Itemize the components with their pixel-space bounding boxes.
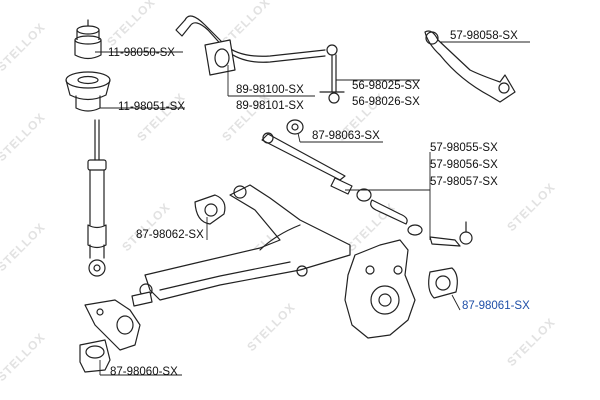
part-label-57-98056[interactable]: 57-98056-SX [430,159,498,171]
part-label-87-98062[interactable]: 87-98062-SX [136,229,204,241]
part-label-56-98025[interactable]: 56-98025-SX [352,80,420,92]
part-label-57-98055[interactable]: 57-98055-SX [430,142,498,154]
top-mount-bushing-11-98050 [74,19,102,60]
part-label-57-98057[interactable]: 57-98057-SX [430,176,498,188]
leader-lines [95,41,530,376]
knuckle-hub [344,239,416,339]
part-label-11-98050[interactable]: 11-98050-SX [108,47,175,59]
stabilizer-link-56-98025 [319,44,345,104]
part-label-87-98061[interactable]: 87-98061-SX [462,300,530,312]
bushing-87-98063 [286,119,304,135]
bushing-87-98060 [79,339,111,373]
part-label-87-98060[interactable]: 87-98060-SX [110,366,178,378]
sway-bar-bushing-89-98100 [204,39,236,76]
part-label-11-98051[interactable]: 11-98051-SX [118,101,185,113]
lower-control-arm [131,184,351,307]
leader-87-98063 [297,132,301,143]
bracket-87-98060 [84,299,141,351]
part-label-57-98058[interactable]: 57-98058-SX [450,30,518,42]
spring-seat-11-98051 [65,71,111,112]
bushing-87-98062 [194,194,226,225]
part-label-89-98101[interactable]: 89-98101-SX [236,100,304,112]
part-label-87-98063[interactable]: 87-98063-SX [312,130,380,142]
part-label-89-98100[interactable]: 89-98100-SX [236,84,304,96]
stabilizer-bar [175,15,326,63]
upper-arm-57-98058 [424,30,516,103]
lateral-rod [261,132,346,181]
part-label-56-98026[interactable]: 56-98026-SX [352,96,420,108]
bushing-87-98061 [428,267,458,299]
leader-87-98061 [451,294,461,311]
shock-absorber [87,119,107,277]
